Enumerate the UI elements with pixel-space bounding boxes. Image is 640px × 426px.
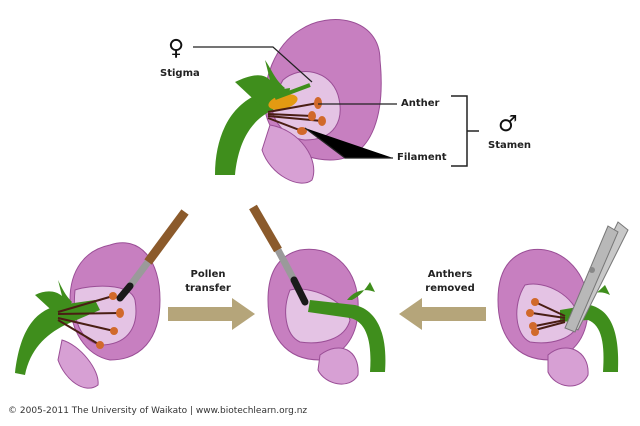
left-lower-petal — [57, 339, 99, 389]
anthers-removed-line2: removed — [425, 283, 475, 294]
scissors — [564, 221, 629, 333]
right-stem — [560, 305, 619, 372]
anthers-removed-line1: Anthers — [427, 269, 473, 280]
middle-sepals — [347, 282, 375, 300]
top-lower-petal — [261, 124, 315, 184]
left-anthers — [96, 292, 124, 349]
left-paintbrush — [116, 209, 189, 302]
middle-flower — [249, 204, 386, 385]
female-symbol-icon: ♀ — [168, 36, 185, 61]
left-flower — [15, 209, 189, 389]
stigma-leader-line — [193, 46, 313, 83]
anthers-removed-label: Anthers removed — [420, 268, 480, 296]
filament-leader-line — [304, 127, 393, 159]
middle-lower-petal — [317, 347, 359, 385]
middle-paintbrush — [249, 204, 309, 306]
filament-label: Filament — [397, 152, 447, 163]
pollen-transfer-line2: transfer — [185, 283, 231, 294]
male-symbol-icon: ♂ — [498, 112, 518, 137]
top-anthers — [297, 97, 326, 135]
left-stem — [15, 300, 100, 375]
stigma-label: Stigma — [160, 68, 200, 79]
right-flower — [497, 221, 629, 387]
top-flower — [193, 19, 479, 184]
stamen-label: Stamen — [488, 140, 532, 151]
right-filaments — [531, 301, 566, 331]
anthers-removed-arrow — [399, 298, 486, 330]
top-stem — [215, 88, 290, 175]
stamen-bracket — [451, 95, 468, 167]
style — [274, 83, 311, 100]
left-sepals — [35, 280, 72, 318]
top-sepals — [235, 60, 285, 110]
copyright-footer: © 2005-2011 The University of Waikato | … — [8, 406, 308, 416]
pollen-transfer-line1: Pollen — [190, 269, 226, 280]
right-anthers — [526, 298, 539, 336]
pollen-transfer-label: Pollen transfer — [178, 268, 238, 296]
right-lower-petal — [547, 347, 589, 387]
anther-label: Anther — [401, 98, 440, 109]
left-filaments — [57, 295, 121, 346]
pollen-transfer-arrow — [168, 298, 255, 330]
middle-stem — [308, 300, 386, 372]
